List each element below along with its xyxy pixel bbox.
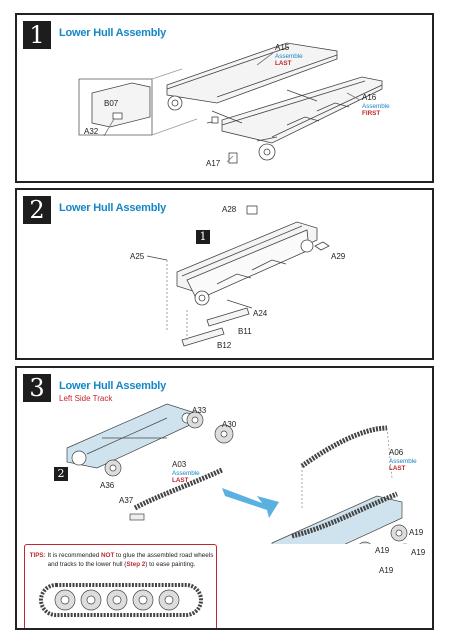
label-b11: B11 (238, 327, 252, 336)
label-a32: A32 (84, 127, 99, 136)
note-a06-order: LAST (389, 465, 406, 472)
label-a16: A16 (362, 93, 377, 102)
label-a17: A17 (206, 159, 221, 168)
label-a30: A30 (222, 420, 237, 429)
step-reference-callout: 2 (54, 467, 68, 481)
step-2-panel: 2 Lower Hull Assembly 1 A28 A25 A29 A24 … (15, 188, 434, 360)
step-number: 2 (23, 196, 51, 224)
label-b12: B12 (217, 341, 232, 350)
note-a03-order: LAST (172, 477, 189, 484)
step-1-illustration (78, 42, 383, 164)
step-2-illustration (146, 205, 330, 347)
label-a19: A19 (409, 528, 424, 537)
note-a03-assemble: Assemble (172, 470, 200, 477)
note-a16-order: FIRST (362, 110, 381, 117)
label-a15: A15 (275, 43, 290, 52)
note-a15-assemble: Assemble (275, 53, 303, 60)
label-a19: A19 (375, 546, 390, 555)
label-a37: A37 (119, 496, 134, 505)
label-a24: A24 (253, 309, 268, 318)
step-title: Lower Hull Assembly (59, 27, 167, 39)
track-assembly-illustration (39, 583, 203, 617)
label-b07: B07 (104, 99, 119, 108)
label-a29: A29 (331, 252, 346, 261)
label-a33: A33 (192, 406, 207, 415)
step-subtitle: Left Side Track (59, 394, 113, 403)
label-a19: A19 (379, 566, 394, 575)
step-1-panel: 1 Lower Hull Assembly (15, 13, 434, 183)
label-a03: A03 (172, 460, 187, 469)
note-a06-assemble: Assemble (389, 458, 417, 465)
label-a19: A19 (411, 548, 426, 557)
tips-step-ref: Step 2 (126, 561, 146, 568)
note-a16-assemble: Assemble (362, 103, 390, 110)
step-number: 1 (23, 21, 51, 49)
tips-prefix: TIPS: (29, 552, 46, 559)
tips-not: NOT (101, 552, 115, 559)
step-title: Lower Hull Assembly (59, 202, 167, 214)
step-reference-callout: 1 (196, 230, 210, 244)
step-3-panel: 3 Lower Hull Assembly Left Side Track 2 (15, 366, 434, 630)
step-number: 3 (23, 374, 51, 402)
label-a25: A25 (130, 252, 145, 261)
step-3-illustration (66, 403, 408, 544)
label-a06: A06 (389, 448, 404, 457)
step-title: Lower Hull Assembly (59, 380, 167, 392)
tips-text: TIPS: It is recommended NOT to glue the … (29, 552, 214, 568)
note-a15-order: LAST (275, 60, 292, 67)
label-a28: A28 (222, 205, 237, 214)
label-a36: A36 (100, 481, 115, 490)
tips-box: TIPS: It is recommended NOT to glue the … (24, 544, 217, 628)
